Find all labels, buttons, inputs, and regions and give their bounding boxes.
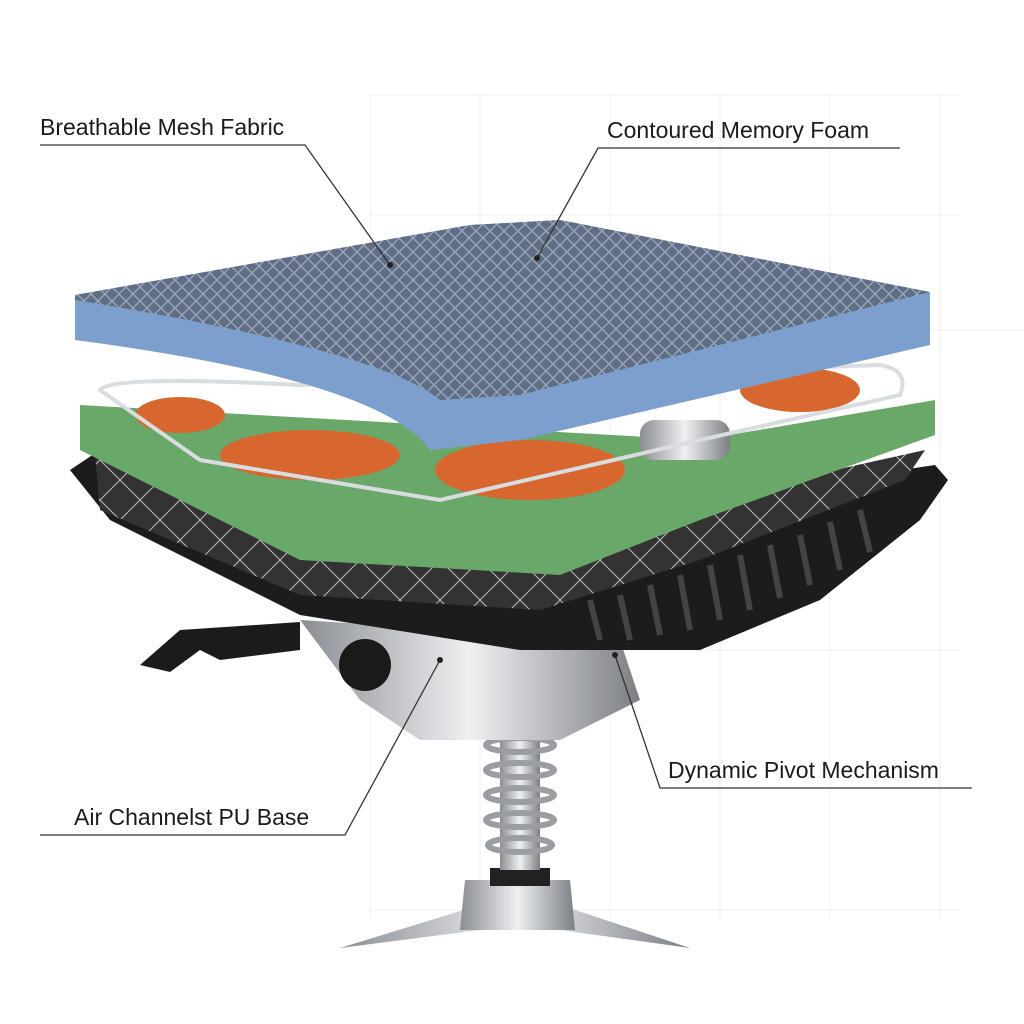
callout-pivot-mechanism: Dynamic Pivot Mechanism <box>668 757 939 783</box>
callout-mesh-fabric: Breathable Mesh Fabric <box>40 114 285 140</box>
callout-pu-base: Air Channelst PU Base <box>74 804 310 830</box>
spring-column <box>483 730 557 870</box>
chair-base <box>340 868 690 948</box>
valve <box>640 420 730 460</box>
callout-memory-foam: Contoured Memory Foam <box>607 117 870 143</box>
adjustment-lever <box>140 622 300 672</box>
air-channels <box>587 509 873 641</box>
mesh-cushion <box>75 220 930 450</box>
leader-lines <box>40 144 972 836</box>
